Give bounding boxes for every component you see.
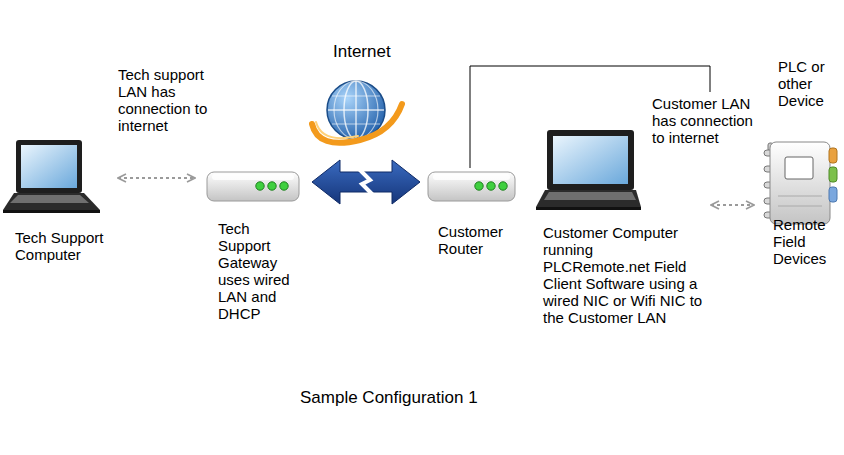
computer-node: Tech Support Computer xyxy=(8,140,108,263)
gateway-icon xyxy=(207,172,299,201)
device-label: Internet xyxy=(333,42,407,61)
note-label: Tech support LAN has connection to inter… xyxy=(118,66,228,134)
device-label: Customer Router xyxy=(438,223,514,257)
note-label: Customer LAN has connection to internet xyxy=(652,95,760,146)
arrow-body xyxy=(312,160,420,204)
device-label: PLC or other Device xyxy=(778,58,840,109)
field-device-node: PLC or other DeviceRemote Field Devices xyxy=(760,58,840,267)
globe-icon xyxy=(312,81,402,143)
device-label: Tech Support Computer xyxy=(15,229,107,263)
internet-link-arrow xyxy=(312,160,420,204)
internet-node: Internet xyxy=(307,42,407,152)
laptop-icon xyxy=(536,130,641,210)
plc-device-icon xyxy=(764,142,837,224)
laptop-icon xyxy=(3,140,100,213)
figure-caption: Sample Configuration 1 xyxy=(300,388,478,408)
device-label: Remote Field Devices xyxy=(773,216,839,267)
lan-link-arrow xyxy=(118,177,195,179)
router-icon xyxy=(428,172,515,201)
device-label: Tech Support Gateway uses wired LAN and … xyxy=(218,220,294,322)
arrow-break xyxy=(359,169,373,195)
router-node: Customer Router xyxy=(428,170,516,257)
lan-link-arrow xyxy=(711,204,754,206)
computer-node: Customer Computer running PLCRemote.net … xyxy=(535,128,705,326)
device-label: Customer Computer running PLCRemote.net … xyxy=(543,224,703,326)
gateway-node: Tech Support Gateway uses wired LAN and … xyxy=(205,170,300,322)
